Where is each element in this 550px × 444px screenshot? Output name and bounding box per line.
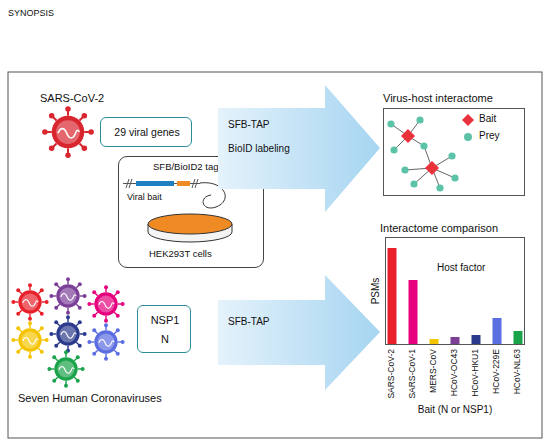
synopsis-title: SYNOPSIS bbox=[8, 8, 54, 18]
chart-annotation: Host factor bbox=[437, 262, 485, 274]
bar bbox=[493, 318, 502, 345]
bar bbox=[514, 331, 523, 345]
method-arrow: SFB-TAP BioID labeling bbox=[218, 85, 380, 212]
bait-nodes bbox=[401, 129, 439, 175]
break-mark bbox=[126, 179, 129, 188]
break-mark bbox=[129, 179, 132, 188]
bait-box: NSP1N bbox=[137, 305, 191, 353]
node-text: NSP1 bbox=[138, 314, 192, 327]
node-text: SFB-TAP bbox=[228, 316, 269, 328]
method-arrow: SFB-TAP bbox=[218, 275, 380, 390]
node-text: Viral bait bbox=[127, 192, 162, 202]
virus-icon bbox=[11, 321, 48, 358]
bar-label: HCoV-229E bbox=[492, 349, 502, 394]
network-links bbox=[391, 120, 455, 188]
node-text: Interactome comparison bbox=[380, 222, 498, 235]
virus-icon bbox=[11, 283, 48, 320]
interactome-network bbox=[387, 116, 458, 191]
arrow-body bbox=[218, 85, 380, 212]
chart-panel: Interactome comparison bbox=[370, 222, 525, 346]
prey-symbol bbox=[464, 133, 472, 141]
bar bbox=[472, 335, 481, 345]
arrow-body bbox=[218, 275, 380, 390]
virus-icon bbox=[87, 323, 124, 360]
prey-nodes bbox=[387, 116, 458, 191]
psm-bars bbox=[388, 248, 523, 345]
virus-icon bbox=[42, 106, 94, 158]
node-text: BioID labeling bbox=[228, 143, 290, 155]
bar bbox=[409, 280, 418, 345]
bar bbox=[451, 337, 460, 345]
bar-label: MERS-CoV bbox=[429, 349, 439, 393]
gene-set-box: 29 viral genes bbox=[100, 117, 192, 147]
virus-icon bbox=[49, 277, 86, 314]
synopsis-frame bbox=[8, 72, 542, 438]
panel-caption: Seven Human Coronaviruses bbox=[18, 392, 162, 405]
bait-symbol bbox=[462, 114, 474, 126]
node-text: Virus-host interactome bbox=[383, 92, 493, 105]
break-mark bbox=[195, 179, 198, 188]
viral-bait-gene bbox=[136, 181, 174, 186]
legend-swatch bbox=[462, 114, 474, 126]
axis-title: PSMs bbox=[370, 278, 382, 305]
break-mark bbox=[192, 179, 195, 188]
bar-label: SARS-CoV-2 bbox=[387, 349, 397, 399]
virus-icon bbox=[49, 315, 86, 352]
arrow-shape bbox=[218, 275, 380, 390]
coronavirus-group bbox=[11, 277, 124, 387]
legend-text: Prey bbox=[479, 130, 500, 142]
legend-swatch bbox=[462, 131, 474, 143]
axis-title: Bait (N or NSP1) bbox=[418, 404, 492, 416]
panel-frame bbox=[385, 237, 525, 345]
virus-icon bbox=[47, 350, 84, 387]
bar bbox=[388, 248, 397, 345]
network-panel: Virus-host interactome bbox=[383, 92, 525, 196]
node-text: N bbox=[138, 333, 192, 346]
bar-label: SARS-CoV-1 bbox=[408, 349, 418, 399]
node-text: SFB/BioID2 tag bbox=[153, 162, 218, 173]
panel-frame bbox=[383, 108, 525, 196]
legend-text: Bait bbox=[479, 113, 496, 125]
virus-icon bbox=[87, 285, 124, 322]
bar-label: HCoV-HKU1 bbox=[471, 349, 481, 397]
culture-dish-cells bbox=[148, 214, 232, 234]
bar-label: HCoV-NL63 bbox=[513, 349, 523, 394]
node-text: 29 viral genes bbox=[101, 126, 193, 138]
node-text: SFB-TAP bbox=[228, 119, 269, 131]
tag-gene bbox=[177, 181, 190, 186]
bar-label: HCoV-OC43 bbox=[450, 349, 460, 396]
virus-name: SARS-CoV-2 bbox=[40, 92, 104, 105]
construct-illustration bbox=[123, 179, 232, 242]
node-text: HEK293T cells bbox=[149, 249, 212, 260]
